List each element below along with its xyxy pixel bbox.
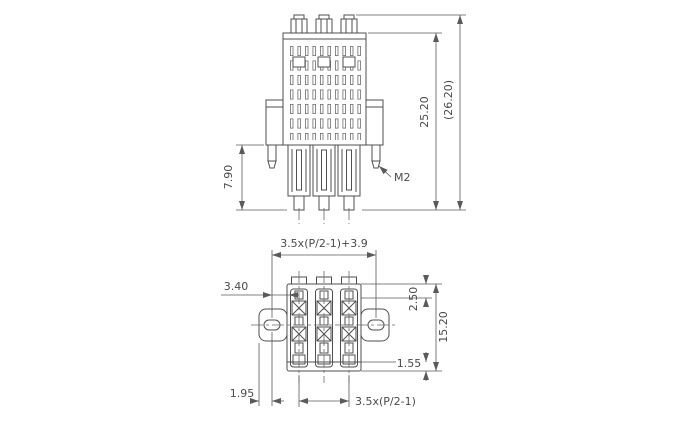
thread-size-label: M2 xyxy=(394,171,411,184)
front-window-1 xyxy=(292,56,306,68)
dim-overall-width-label: 3.5x(P/2-1)+3.9 xyxy=(280,237,368,250)
front-view xyxy=(265,14,384,224)
front-window-2 xyxy=(317,56,331,68)
dim-plug-height-label: 7.90 xyxy=(222,165,235,190)
dim-edge-offset-label: 1.95 xyxy=(230,387,255,400)
dim-total-height-label: (26.20) xyxy=(442,80,455,120)
dim-top-inset-label: 2.50 xyxy=(407,287,420,312)
front-plug-section xyxy=(287,144,361,211)
dim-bottom-inset-label: 1.55 xyxy=(397,357,422,370)
front-mounting-pins xyxy=(267,144,381,169)
front-centerlines xyxy=(298,208,350,224)
dim-flange-offset-label: 3.40 xyxy=(224,280,249,293)
plan-centerlines xyxy=(251,271,397,383)
plan-view xyxy=(251,271,397,383)
front-window-3 xyxy=(342,56,356,68)
front-screws xyxy=(290,14,358,34)
dim-body-height-label: 25.20 xyxy=(418,96,431,128)
plan-view-dimensions: 3.5x(P/2-1)+3.9 3.40 2.50 15.20 1.55 1.9… xyxy=(221,237,450,408)
dim-pitch-span-label: 3.5x(P/2-1) xyxy=(355,395,416,408)
front-view-dimensions: 7.90 25.20 (26.20) M2 xyxy=(222,14,466,211)
dim-depth-label: 15.20 xyxy=(437,311,450,343)
